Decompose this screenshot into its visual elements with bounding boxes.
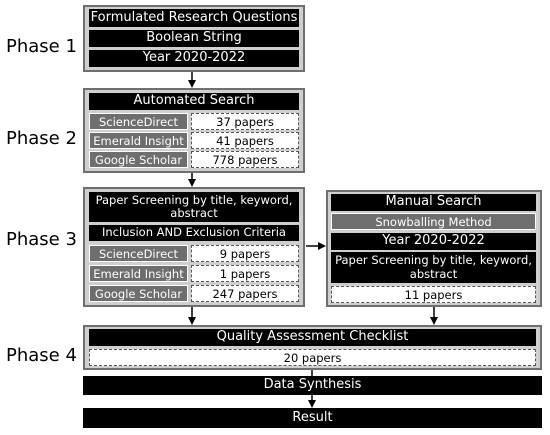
- data-synthesis-box: Data Synthesis: [83, 376, 542, 395]
- phase2-count-emerald: 41 papers: [191, 132, 299, 149]
- phase2-count-google-scholar: 778 papers: [191, 151, 299, 168]
- phase3-count-emerald: 1 papers: [191, 265, 299, 282]
- phase2-db-emerald: Emerald Insight: [89, 132, 188, 149]
- phase3-count-sciencedirect: 9 papers: [191, 245, 299, 262]
- manual-count-box: 11 papers: [331, 286, 536, 303]
- quality-assessment-title: Quality Assessment Checklist: [89, 329, 536, 346]
- research-questions-box: Formulated Research Questions: [89, 9, 299, 27]
- automated-search-title: Automated Search: [89, 93, 299, 110]
- phase2-count-sciencedirect: 37 papers: [191, 113, 299, 130]
- phase3-db-emerald: Emerald Insight: [89, 265, 188, 282]
- snowballing-method-box: Snowballing Method: [331, 213, 536, 230]
- phase2-db-sciencedirect: ScienceDirect: [89, 113, 188, 130]
- phase-2-label: Phase 2: [6, 128, 77, 149]
- phase2-db-google-scholar: Google Scholar: [89, 151, 188, 168]
- phase-1-label: Phase 1: [6, 36, 77, 57]
- inclusion-exclusion-box: Inclusion AND Exclusion Criteria: [89, 225, 299, 241]
- result-box: Result: [83, 408, 542, 428]
- manual-search-title: Manual Search: [331, 194, 536, 211]
- boolean-string-box: Boolean String: [89, 30, 299, 47]
- phase3-screening-box: Paper Screening by title, keyword, abstr…: [89, 192, 299, 222]
- manual-screening-box: Paper Screening by title, keyword, abstr…: [331, 252, 536, 283]
- phase3-count-google-scholar: 247 papers: [191, 285, 299, 302]
- manual-year-box: Year 2020-2022: [331, 233, 536, 250]
- phase-3-label: Phase 3: [6, 229, 77, 250]
- year-range-box: Year 2020-2022: [89, 50, 299, 67]
- phase-4-label: Phase 4: [6, 345, 77, 366]
- phase3-db-google-scholar: Google Scholar: [89, 285, 188, 302]
- phase3-db-sciencedirect: ScienceDirect: [89, 245, 188, 262]
- quality-assessment-count: 20 papers: [89, 349, 536, 366]
